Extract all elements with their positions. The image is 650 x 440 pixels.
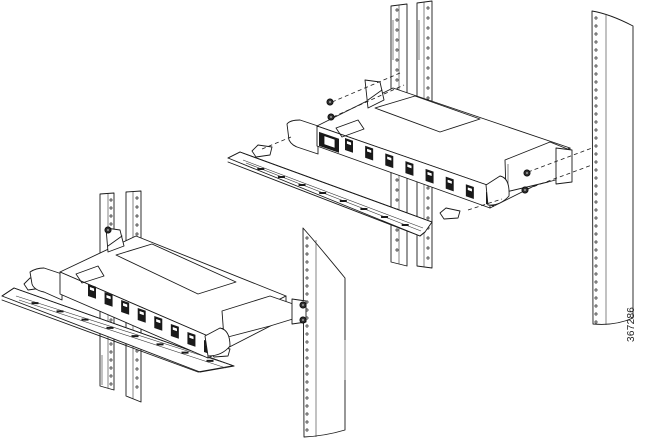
rack-post-right-installed	[302, 227, 346, 438]
alignment-lines-exploded	[261, 72, 593, 211]
rack-post-far-right	[591, 10, 634, 325]
cable-guide-tray-exploded	[227, 144, 461, 237]
right-ear-bracket-installed	[204, 327, 231, 357]
device-chassis-exploded	[316, 87, 573, 209]
rear-bracket-left-installed	[105, 227, 125, 253]
installed-assembly	[1, 190, 346, 438]
mounting-screws	[104, 98, 531, 324]
figure-id-label: 367286	[626, 306, 637, 342]
exploded-assembly	[227, 0, 634, 325]
device-chassis-installed	[59, 235, 307, 359]
left-ear-bracket-installed	[29, 267, 63, 301]
front-panel-installed	[88, 283, 212, 355]
left-ear-bracket-exploded	[286, 119, 319, 155]
right-ear-bracket-exploded	[485, 175, 510, 206]
rear-bracket-left-exploded	[364, 79, 385, 109]
cable-guide-tray-installed	[1, 277, 235, 373]
